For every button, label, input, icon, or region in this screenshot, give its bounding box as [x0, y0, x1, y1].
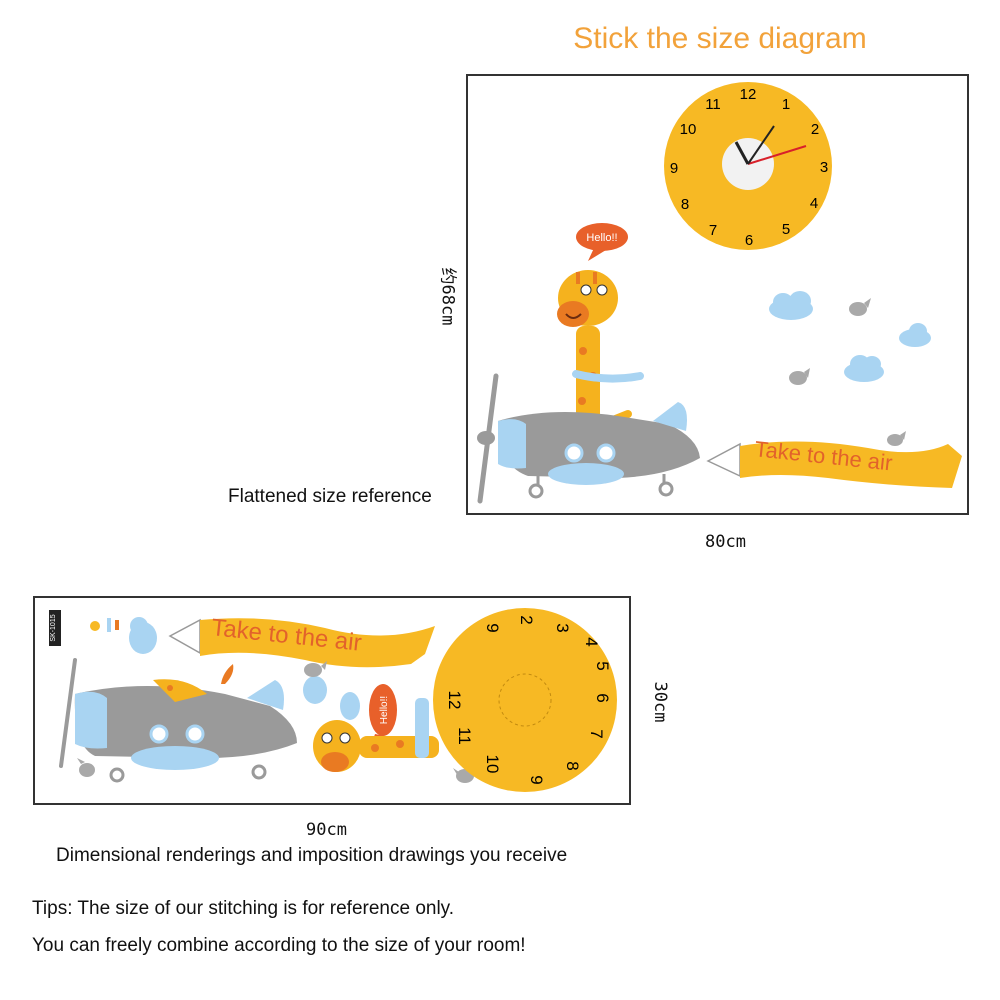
- clock-number: 3: [820, 159, 828, 176]
- banner: Take to the air: [706, 436, 962, 488]
- airplane: [59, 658, 297, 783]
- received-sheet-label: Dimensional renderings and imposition dr…: [56, 845, 568, 866]
- sheet-code-text: SK-1015: [50, 614, 57, 641]
- received-height-text: 30cm: [650, 681, 670, 723]
- clock-number: 11: [455, 727, 474, 745]
- clock-hour-hand: [747, 125, 775, 165]
- wall-clock: 12 9 2 3 4 5 6 7 8 9 10 11: [433, 608, 617, 792]
- clock-number: 7: [709, 222, 717, 239]
- bird-icon: [849, 298, 871, 316]
- wall-clock: 12 1 2 3 4 5 6 7 8 9 10 11: [664, 82, 832, 250]
- received-width-label: 90cm: [306, 820, 347, 840]
- cloud-icon: [899, 323, 931, 347]
- flattened-reference-label: Flattened size reference: [228, 486, 432, 507]
- clock-minute-hand: [734, 141, 750, 165]
- clock-number: 4: [810, 195, 818, 212]
- speech-text: Hello!!: [379, 696, 390, 724]
- clock-number: 11: [705, 96, 721, 113]
- clock-number: 3: [553, 623, 572, 632]
- bird-icon: [789, 368, 810, 385]
- clock-face: [433, 608, 617, 792]
- clock-number: 7: [587, 729, 606, 738]
- cloud-icon: [844, 355, 884, 382]
- airplane: [477, 373, 700, 504]
- clock-number: 9: [527, 775, 546, 784]
- cloud-icon: [769, 291, 813, 320]
- clock-number: 4: [582, 637, 601, 646]
- clock-number: 12: [445, 691, 464, 710]
- small-piece: [107, 618, 111, 632]
- small-piece: [115, 620, 119, 630]
- clock-number: 12: [740, 86, 757, 103]
- sheet-code-tag: SK-1015: [49, 610, 61, 646]
- giraffe: [313, 698, 439, 772]
- giraffe: [557, 270, 644, 436]
- flattened-reference-frame: 12 1 2 3 4 5 6 7 8 9 10 11 Hello!!: [466, 74, 969, 515]
- speech-bubble: Hello!!: [576, 223, 628, 261]
- clock-number: 8: [563, 761, 582, 770]
- cloud-icon: [129, 617, 157, 654]
- flattened-width-label: 80cm: [705, 532, 746, 552]
- clock-number: 1: [782, 96, 790, 113]
- bird-icon: [887, 431, 906, 446]
- clock-number: 6: [745, 232, 753, 249]
- clock-number: 9: [670, 160, 678, 177]
- clock-number: 5: [593, 661, 612, 670]
- small-piece: [90, 621, 100, 631]
- clock-number: 2: [811, 121, 819, 138]
- bird-icon: [304, 661, 327, 677]
- flattened-height-label: 约68cm: [430, 254, 470, 334]
- clock-number: 6: [593, 693, 612, 702]
- clock-number: 10: [680, 121, 697, 138]
- tip-line: Tips: The size of our stitching is for r…: [32, 898, 455, 919]
- propeller: [59, 658, 77, 768]
- speech-text: Hello!!: [586, 232, 617, 244]
- clock-number: 5: [782, 221, 790, 238]
- clock-number: 10: [483, 755, 502, 774]
- received-height-label: 30cm: [640, 672, 680, 732]
- clock-number: 8: [681, 196, 689, 213]
- clock-number: 2: [517, 615, 536, 624]
- received-sheet-frame: SK-1015 Take to the air: [33, 596, 631, 805]
- bird-icon: [77, 758, 95, 777]
- received-sheet-illustration: SK-1015 Take to the air: [49, 608, 617, 792]
- clock-second-hand: [747, 145, 807, 165]
- clock-center-guide: [498, 673, 552, 727]
- page-title: Stick the size diagram: [573, 22, 867, 55]
- clock-number: 9: [483, 623, 502, 632]
- flattened-height-text: 约68cm: [437, 267, 458, 326]
- cloud-icon: [303, 676, 360, 720]
- flattened-illustration: 12 1 2 3 4 5 6 7 8 9 10 11 Hello!!: [477, 82, 962, 504]
- banner: Take to the air: [168, 614, 435, 668]
- tip-line: You can freely combine according to the …: [32, 935, 526, 956]
